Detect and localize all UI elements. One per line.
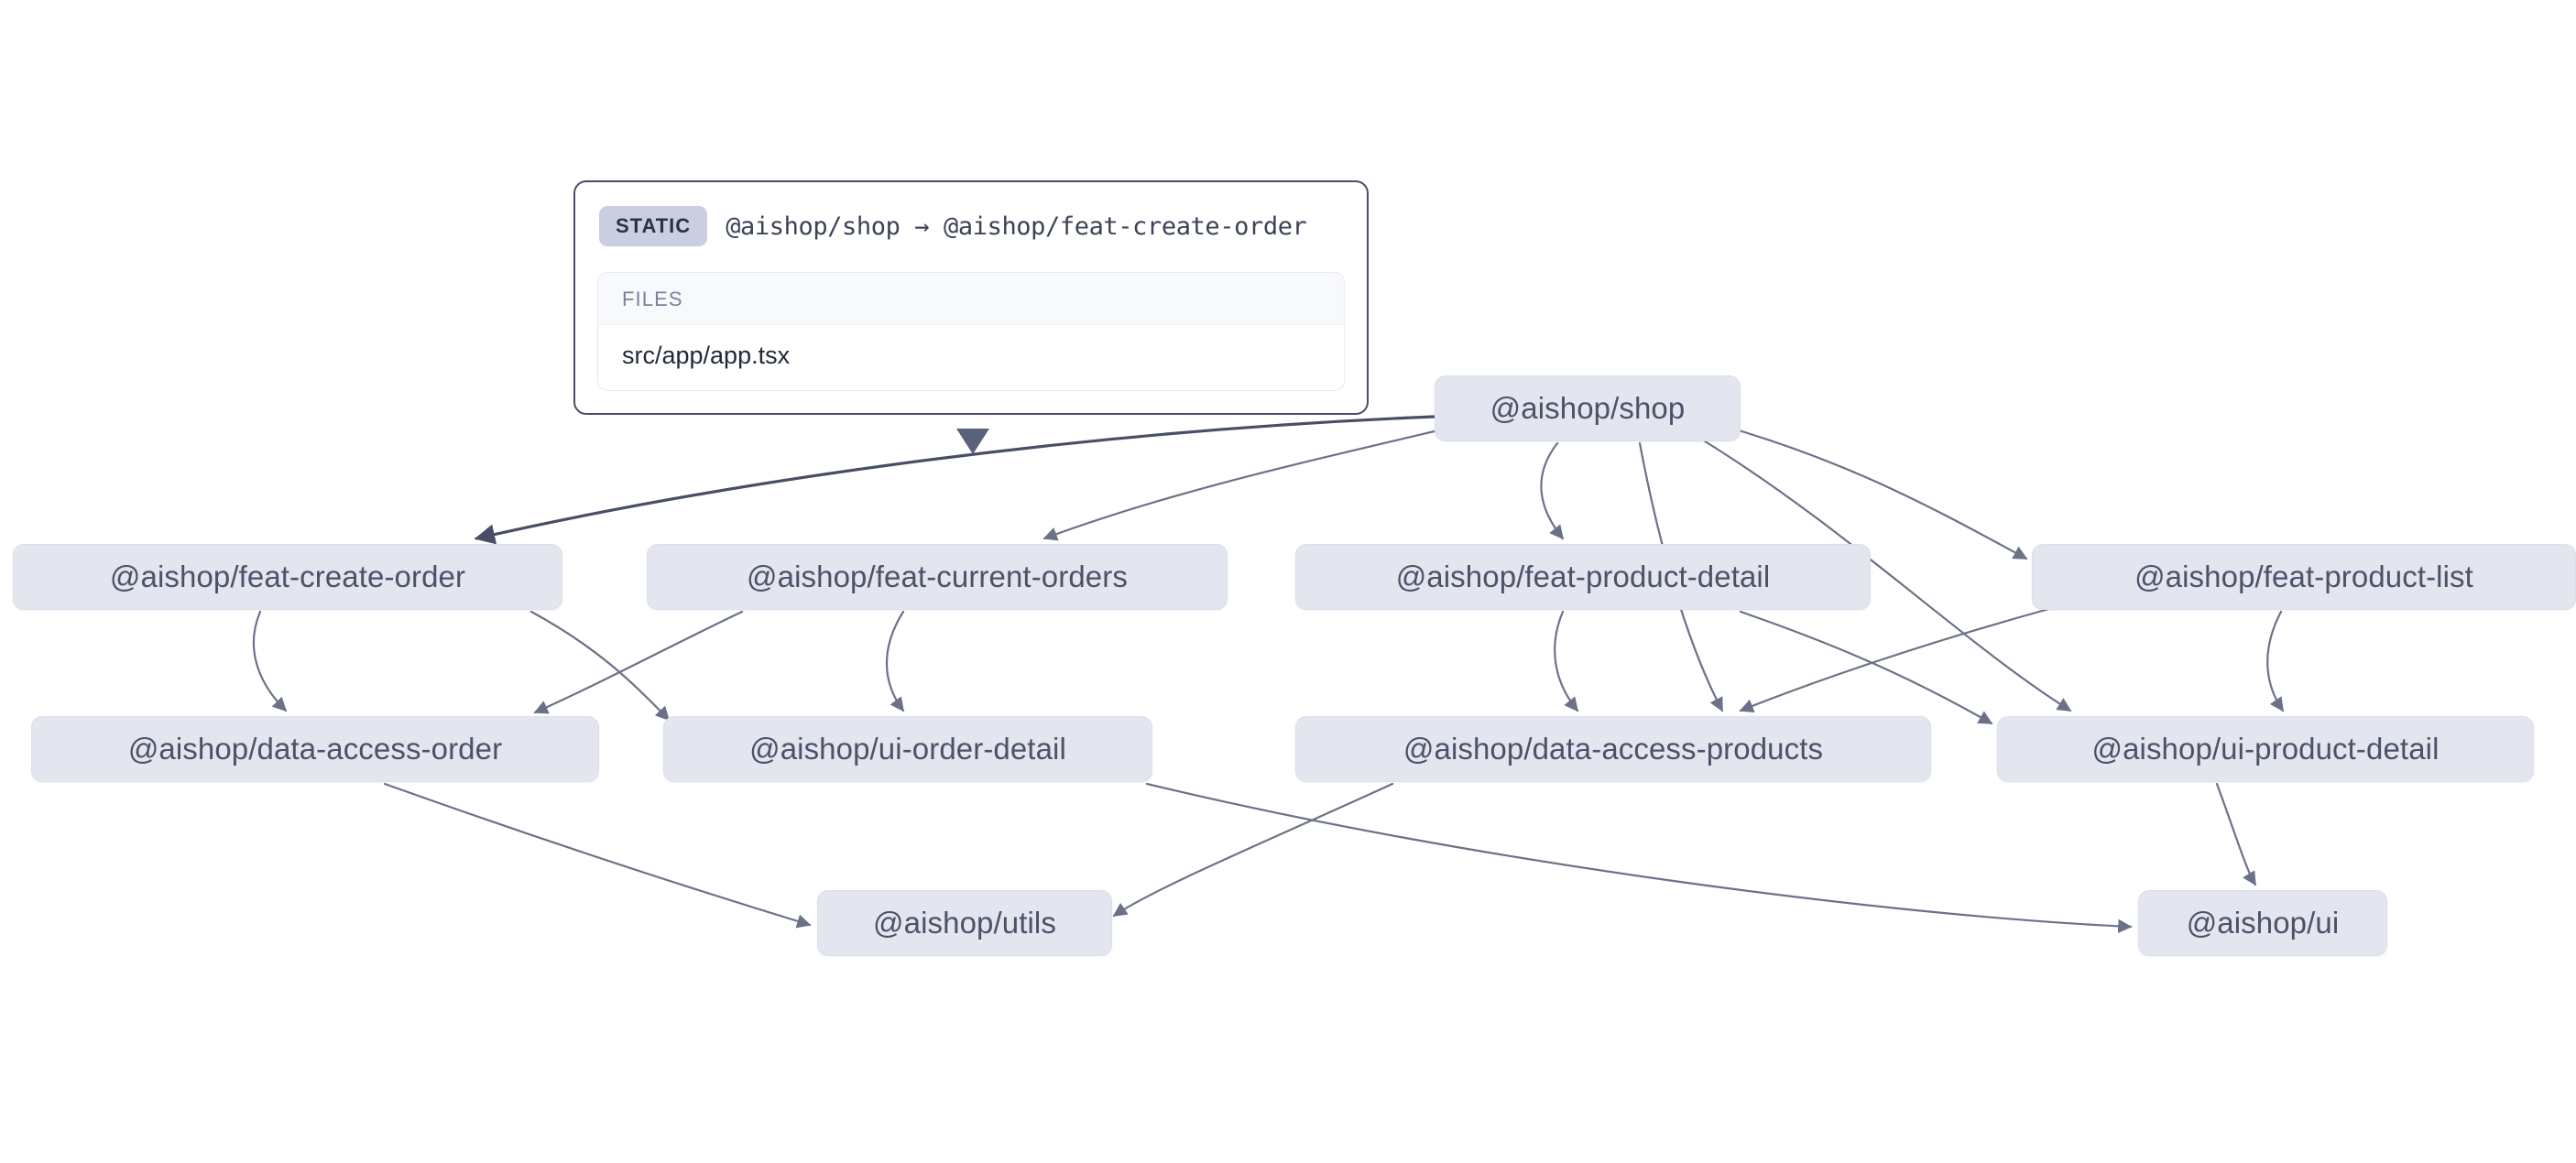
edge-data-access-order-to-utils (383, 782, 812, 929)
dependency-tooltip[interactable]: STATIC @aishop/shop → @aishop/feat-creat… (573, 180, 1369, 415)
graph-node-data-access-order[interactable]: @aishop/data-access-order (31, 716, 599, 782)
edge-data-access-products-to-utils (1112, 782, 1394, 918)
graph-node-feat-current-orders[interactable]: @aishop/feat-current-orders (647, 544, 1228, 610)
graph-node-ui-order-detail[interactable]: @aishop/ui-order-detail (663, 716, 1152, 782)
edge-feat-create-order-to-data-access-order (252, 610, 288, 712)
edge-shop-to-feat-product-detail (1540, 441, 1565, 540)
node-label: @aishop/utils (873, 906, 1056, 940)
node-label: @aishop/ui (2186, 906, 2340, 940)
tooltip-tail-arrow-icon (956, 429, 989, 454)
graph-node-ui[interactable]: @aishop/ui (2138, 890, 2387, 956)
edge-feat-product-detail-to-ui-product-detail (1739, 610, 1993, 725)
graph-node-feat-create-order[interactable]: @aishop/feat-create-order (13, 544, 562, 610)
files-header-label: FILES (598, 273, 1344, 325)
node-label: @aishop/data-access-products (1403, 732, 1824, 766)
edge-ui-product-detail-to-ui (2215, 782, 2257, 886)
graph-node-ui-product-detail[interactable]: @aishop/ui-product-detail (1997, 716, 2534, 782)
edge-feat-current-orders-to-ui-order-detail (885, 610, 905, 712)
edge-feat-current-orders-to-data-access-order (533, 610, 744, 714)
node-label: @aishop/ui-product-detail (2091, 732, 2440, 766)
node-label: @aishop/feat-product-detail (1395, 560, 1771, 593)
node-label: @aishop/ui-order-detail (749, 732, 1066, 766)
graph-node-feat-product-list[interactable]: @aishop/feat-product-list (2032, 544, 2576, 610)
graph-node-feat-product-detail[interactable]: @aishop/feat-product-detail (1295, 544, 1871, 610)
node-label: @aishop/feat-current-orders (747, 560, 1128, 593)
static-badge: STATIC (599, 206, 708, 246)
node-label: @aishop/feat-create-order (109, 560, 466, 593)
edge-feat-product-list-to-data-access-products (1739, 606, 2054, 713)
node-label: @aishop/shop (1490, 391, 1686, 425)
files-panel: FILES src/app/app.tsx (597, 272, 1345, 391)
graph-node-data-access-products[interactable]: @aishop/data-access-products (1295, 716, 1931, 782)
node-label: @aishop/feat-product-list (2134, 560, 2473, 593)
graph-node-utils[interactable]: @aishop/utils (817, 890, 1112, 956)
node-label: @aishop/data-access-order (127, 732, 503, 766)
edge-feat-product-detail-to-data-access-products (1554, 610, 1579, 712)
tooltip-header: STATIC @aishop/shop → @aishop/feat-creat… (597, 202, 1345, 252)
edge-shop-to-feat-product-list (1737, 429, 2028, 560)
dependency-path-label: @aishop/shop → @aishop/feat-create-order (726, 212, 1307, 241)
edge-shop-to-feat-current-orders (1042, 429, 1440, 541)
file-list-item[interactable]: src/app/app.tsx (622, 342, 791, 369)
edge-feat-create-order-to-ui-order-detail (529, 610, 671, 722)
edge-ui-order-detail-to-ui (1145, 782, 2133, 934)
graph-node-shop[interactable]: @aishop/shop (1435, 375, 1741, 441)
edge-feat-product-list-to-ui-product-detail (2266, 610, 2285, 712)
